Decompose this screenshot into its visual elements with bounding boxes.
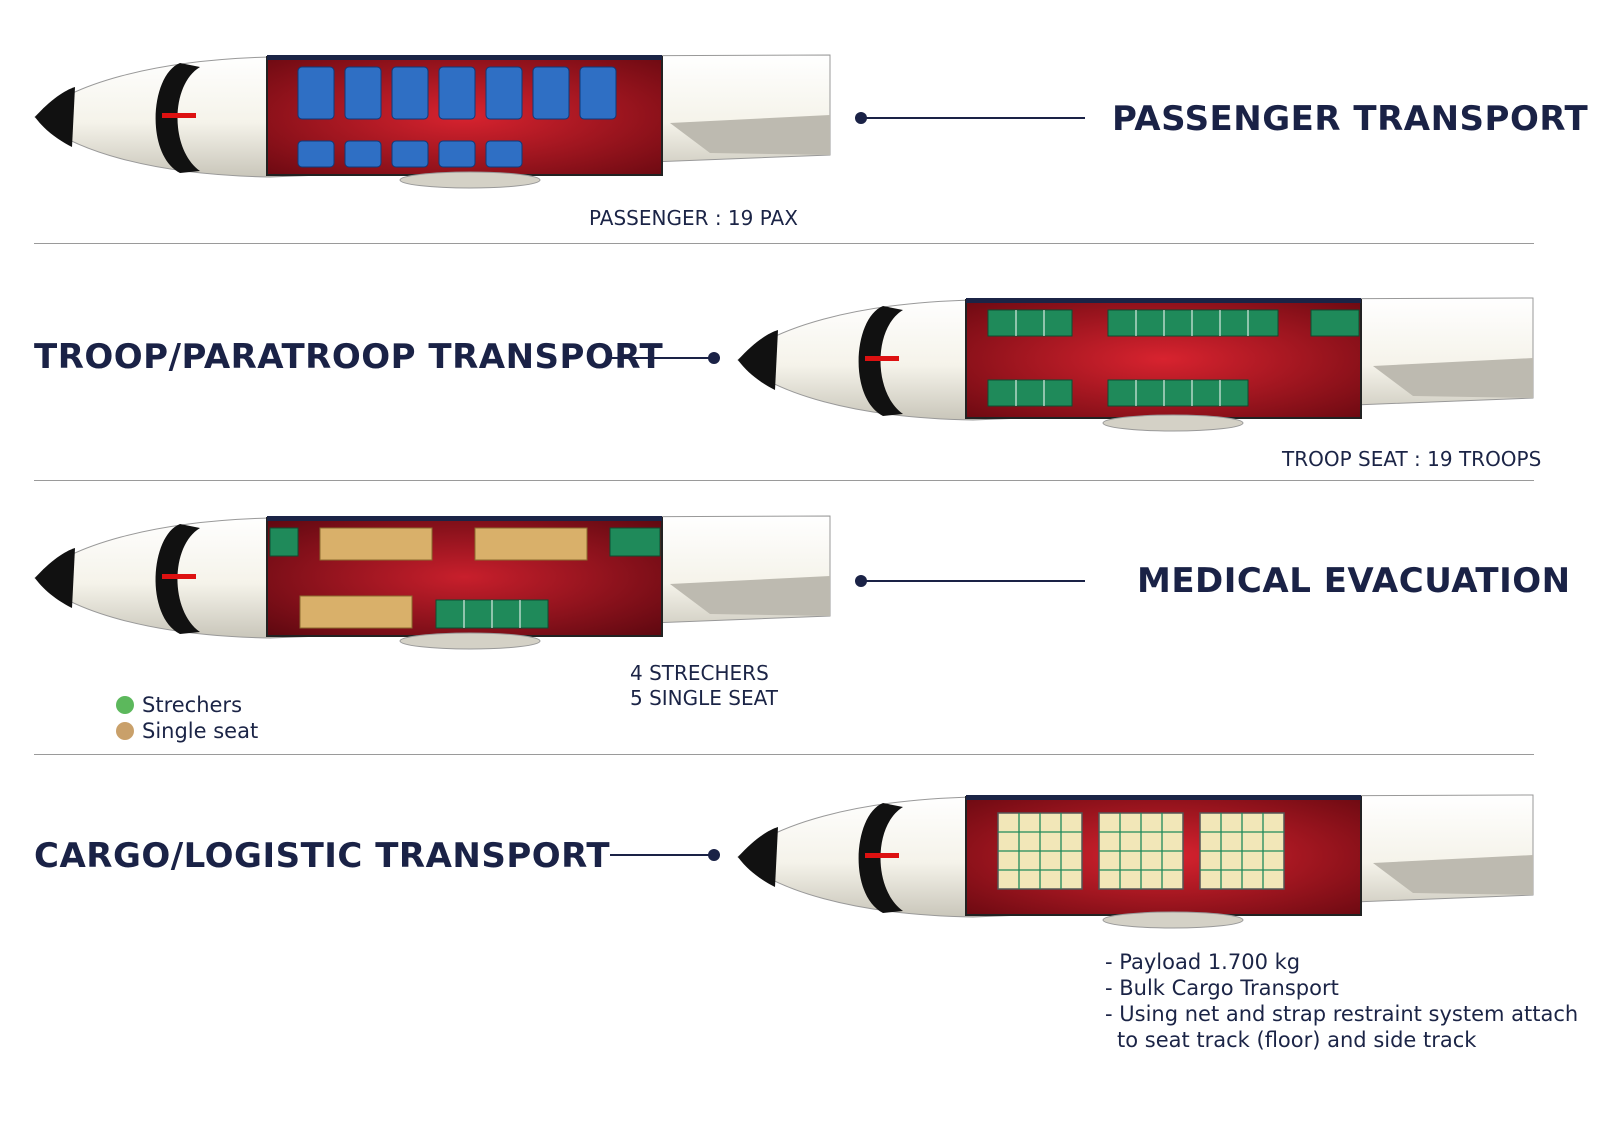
connector-line bbox=[861, 117, 1085, 119]
connector-line bbox=[610, 854, 714, 856]
cargo-cabin-plane-icon bbox=[737, 794, 1534, 929]
medevac-caption-line: 4 STRECHERS bbox=[630, 661, 769, 685]
connector-dot bbox=[708, 352, 720, 364]
troop-connector bbox=[610, 351, 720, 365]
connector-line bbox=[610, 357, 714, 359]
legend-item-single-seat: Single seat bbox=[116, 718, 258, 744]
connector-dot bbox=[708, 849, 720, 861]
passenger-connector bbox=[855, 111, 1085, 125]
cargo-note-line: to seat track (floor) and side track bbox=[1117, 1028, 1477, 1052]
passenger-title: PASSENGER TRANSPORT bbox=[1112, 99, 1589, 139]
legend-label: Single seat bbox=[142, 719, 259, 743]
cargo-note-line: - Using net and strap restraint system a… bbox=[1105, 1002, 1579, 1026]
cargo-note-line: - Payload 1.700 kg bbox=[1105, 950, 1301, 974]
legend-swatch bbox=[116, 722, 134, 740]
medevac-caption: 4 STRECHERS 5 SINGLE SEAT bbox=[630, 661, 778, 711]
section-divider bbox=[34, 243, 1534, 244]
cargo-note-line: - Bulk Cargo Transport bbox=[1105, 976, 1339, 1000]
medevac-cabin-plane-icon bbox=[34, 515, 831, 650]
passenger-caption: PASSENGER : 19 PAX bbox=[589, 206, 798, 230]
troop-cabin-plane-icon bbox=[737, 297, 1534, 432]
cargo-notes: - Payload 1.700 kg - Bulk Cargo Transpor… bbox=[1105, 949, 1578, 1053]
medevac-caption-line: 5 SINGLE SEAT bbox=[630, 686, 778, 710]
medevac-connector bbox=[855, 574, 1085, 588]
medevac-legend: Strechers Single seat bbox=[116, 692, 258, 744]
legend-label: Strechers bbox=[142, 693, 243, 717]
cargo-title: CARGO/LOGISTIC TRANSPORT bbox=[34, 836, 611, 876]
troop-caption: TROOP SEAT : 19 TROOPS bbox=[1282, 447, 1542, 471]
legend-item-strechers: Strechers bbox=[116, 692, 258, 718]
troop-title: TROOP/PARATROOP TRANSPORT bbox=[34, 337, 664, 377]
section-divider bbox=[34, 480, 1534, 481]
connector-line bbox=[861, 580, 1085, 582]
section-divider bbox=[34, 754, 1534, 755]
cargo-connector bbox=[610, 848, 720, 862]
legend-swatch bbox=[116, 696, 134, 714]
medevac-title: MEDICAL EVACUATION bbox=[1137, 561, 1571, 601]
passenger-cabin-plane-icon bbox=[34, 54, 831, 189]
